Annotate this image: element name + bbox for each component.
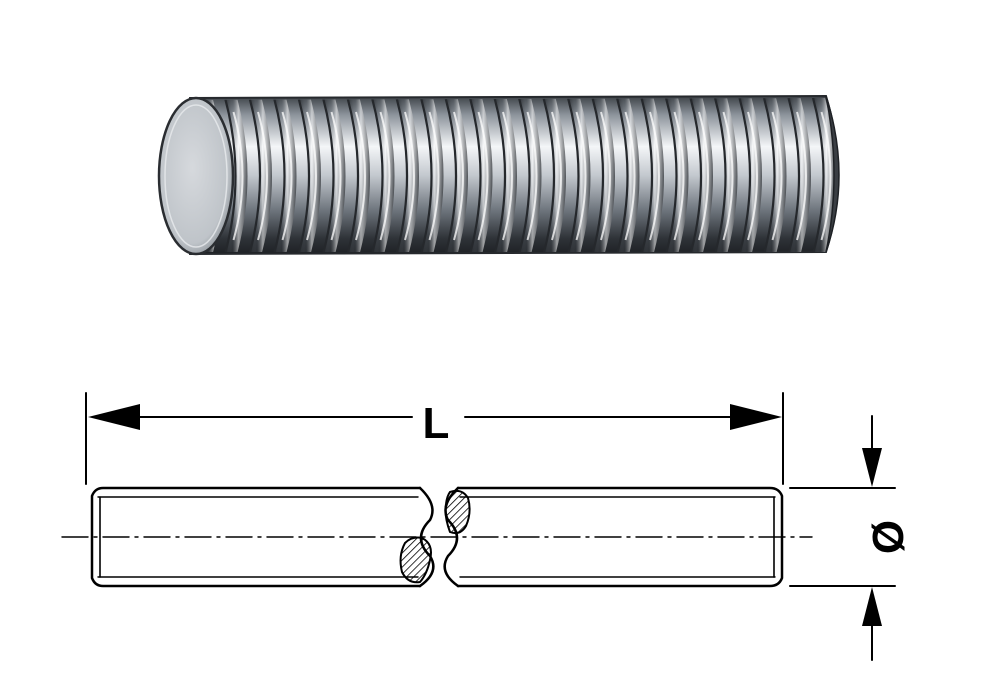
diameter-arrow-bottom [862,587,882,626]
section-hatch-right [444,489,471,535]
thread-highlight [281,111,293,241]
technical-drawing [61,392,896,661]
thread-highlight [796,111,807,241]
thread-groove [223,98,237,252]
thread-highlight [477,111,489,241]
thread-highlight [747,111,758,241]
thread-highlight [722,111,734,241]
thread-groove [639,98,654,252]
thread-highlight [846,112,855,240]
thread-groove [345,98,360,252]
thread-groove [541,98,556,252]
length-arrow-right [730,404,782,430]
thread-groove [443,98,458,252]
thread-highlight [428,111,440,241]
thread-groove [394,98,409,252]
thread-highlight [379,111,391,241]
length-arrow-left [88,404,140,430]
thread-groove [688,98,703,252]
thread-groove [664,98,678,252]
end-face-rim [164,104,228,248]
thread-groove [786,98,801,252]
thread-highlight [355,111,366,241]
section-hatch-left [399,536,432,584]
thread-groove [590,98,605,252]
thread-groove [468,98,482,252]
thread-highlight [624,111,636,241]
thread-groove [566,98,580,252]
rod-end-right [825,95,840,253]
diameter-label: Ø [864,520,913,554]
thread-highlight [649,111,660,241]
thread-groove [321,98,335,252]
thread-groove [419,98,433,252]
thread-highlight [453,111,464,241]
thread-groove [272,98,286,252]
thread-highlight [502,111,513,241]
thread-groove [517,98,531,252]
thread-highlight [257,111,268,241]
thread-groove [811,98,825,252]
thread-groove [713,98,727,252]
thread-groove [762,98,776,252]
thread-groove [296,98,311,252]
thread-groove [247,98,262,252]
diameter-arrow-top [862,448,882,487]
thread-ridges [198,98,855,252]
thread-ridge [837,98,840,252]
thread-highlight [526,111,538,241]
thread-highlight [673,111,685,241]
length-label: L [423,399,450,448]
thread-groove [492,98,507,252]
thread-highlight [306,111,317,241]
thread-groove [737,98,752,252]
thread-highlight [551,111,562,241]
thread-highlight [820,111,832,241]
thread-highlight [232,111,244,241]
thread-groove [370,98,384,252]
rod-segment-left [90,486,422,588]
thread-highlight [330,111,342,241]
thread-highlight [771,111,783,241]
thread-highlight [575,111,587,241]
thread-highlight [600,111,611,241]
thread-groove [615,98,629,252]
rod-end-face [157,96,235,256]
threaded-rod-illustration [157,94,855,256]
thread-highlight [698,111,709,241]
thread-highlight [404,111,415,241]
